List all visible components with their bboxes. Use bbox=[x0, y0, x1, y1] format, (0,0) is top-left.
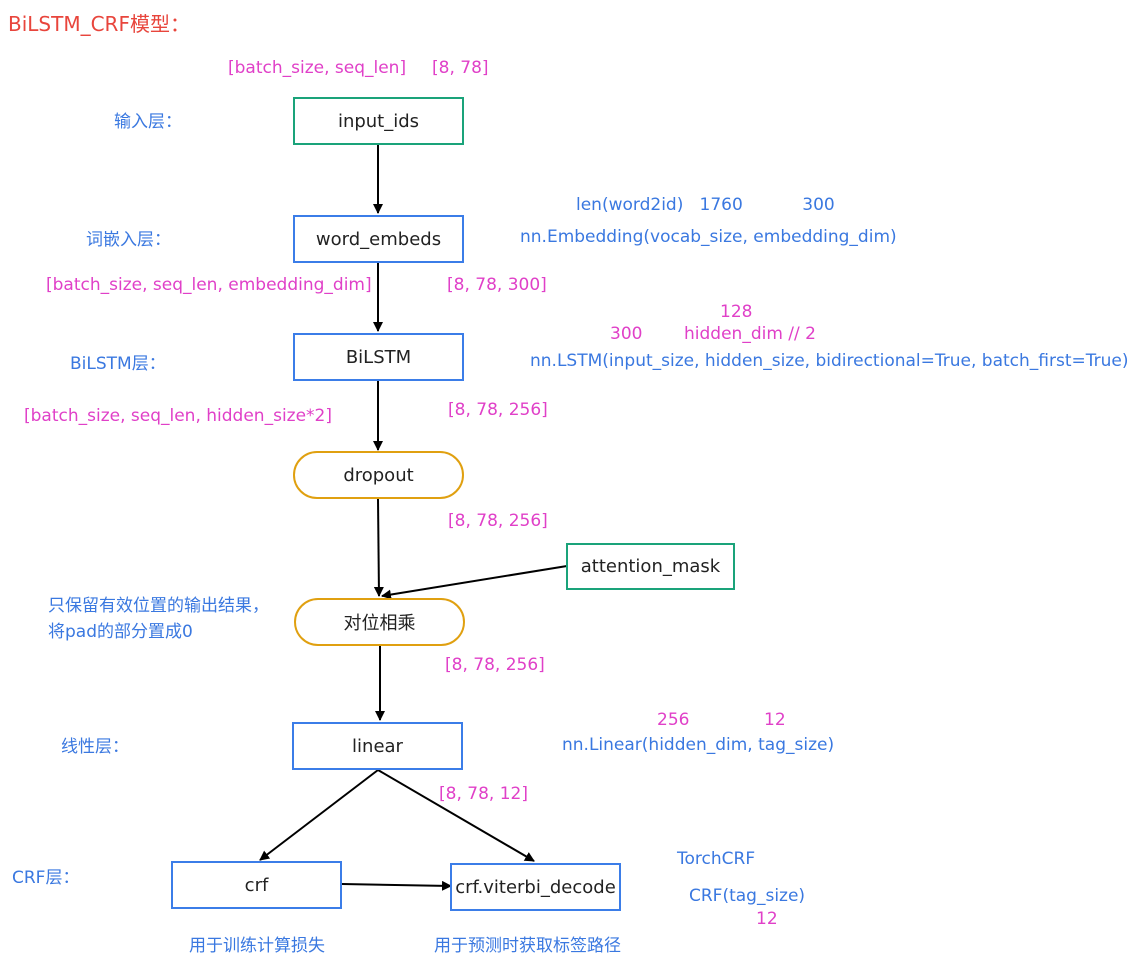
node-linear: linear bbox=[292, 722, 463, 770]
arrow-linear-to-crf bbox=[259, 769, 379, 861]
lstm-call: nn.LSTM(input_size, hidden_size, bidirec… bbox=[530, 351, 1129, 371]
lstm-hidden-128: 128 bbox=[720, 302, 753, 322]
viterbi-note: 用于预测时获取标签路径 bbox=[434, 936, 621, 956]
crf-call: CRF(tag_size) bbox=[689, 886, 806, 906]
arrow-dropout-to-multiply bbox=[373, 498, 384, 597]
label-input-layer: 输入层： bbox=[114, 112, 182, 132]
shape-input-names: [batch_size, seq_len] bbox=[228, 58, 407, 78]
node-input-ids: input_ids bbox=[293, 97, 464, 145]
shape-embed-vals: [8, 78, 300] bbox=[447, 275, 547, 295]
embed-call: nn.Embedding(vocab_size, embedding_dim) bbox=[520, 227, 897, 247]
label-linear-layer: 线性层： bbox=[61, 737, 129, 757]
label-embed-layer: 词嵌入层： bbox=[86, 230, 171, 250]
torchcrf-label: TorchCRF bbox=[677, 849, 756, 869]
mask-note-line2: 将pad的部分置成0 bbox=[48, 622, 193, 642]
label-bilstm-layer: BiLSTM层： bbox=[70, 354, 166, 374]
shape-bilstm-names: [batch_size, seq_len, hidden_size*2] bbox=[24, 406, 332, 426]
arrow-mask-to-multiply bbox=[381, 565, 568, 600]
embed-params: len(word2id) 1760 300 bbox=[576, 195, 835, 215]
crf-note: 用于训练计算损失 bbox=[189, 936, 325, 956]
mask-note-line1: 只保留有效位置的输出结果， bbox=[48, 596, 269, 616]
node-multiply: 对位相乘 bbox=[294, 598, 465, 646]
node-crf-viterbi-decode: crf.viterbi_decode bbox=[450, 863, 621, 911]
label-crf-layer: CRF层： bbox=[12, 868, 80, 888]
node-crf: crf bbox=[171, 861, 342, 909]
shape-bilstm-vals: [8, 78, 256] bbox=[448, 400, 548, 420]
shape-multiply-vals: [8, 78, 256] bbox=[445, 655, 545, 675]
node-attention-mask: attention_mask bbox=[566, 543, 735, 590]
linear-call: nn.Linear(hidden_dim, tag_size) bbox=[562, 735, 835, 755]
linear-out-12: 12 bbox=[764, 710, 786, 730]
node-bilstm: BiLSTM bbox=[293, 333, 464, 381]
linear-in-256: 256 bbox=[657, 710, 690, 730]
node-word-embeds: word_embeds bbox=[293, 215, 464, 263]
lstm-hidden-dim: hidden_dim // 2 bbox=[684, 324, 816, 344]
node-dropout: dropout bbox=[293, 451, 464, 499]
shape-input-vals: [8, 78] bbox=[432, 58, 489, 78]
crf-tag-12: 12 bbox=[756, 909, 778, 929]
shape-dropout-vals: [8, 78, 256] bbox=[448, 511, 548, 531]
arrow-crf-to-viterbi bbox=[341, 880, 452, 891]
lstm-input-300: 300 bbox=[610, 324, 643, 344]
arrow-linear-to-viterbi bbox=[377, 769, 535, 862]
diagram-title: BiLSTM_CRF模型： bbox=[8, 12, 190, 36]
shape-embed-names: [batch_size, seq_len, embedding_dim] bbox=[46, 275, 372, 295]
shape-linear-vals: [8, 78, 12] bbox=[439, 784, 528, 804]
